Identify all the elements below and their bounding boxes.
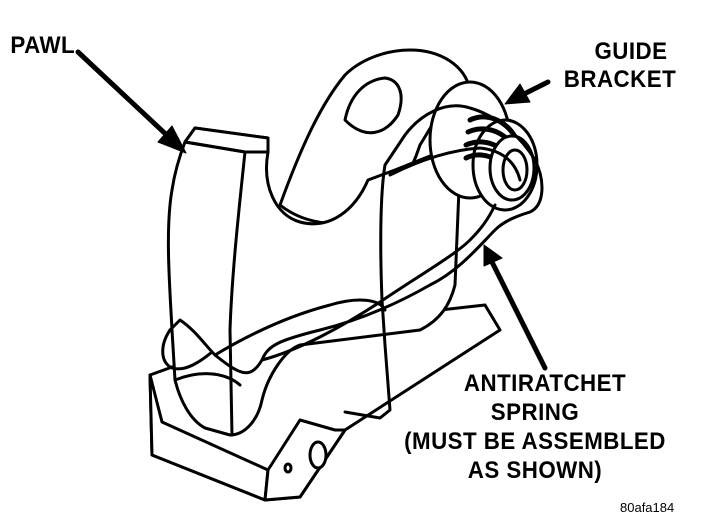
mounting-hole-large — [308, 440, 328, 470]
pawl-back-arm-slot — [343, 76, 403, 135]
spring-leader-line — [489, 259, 548, 371]
guide-bracket-label-line1: GUIDE — [594, 38, 668, 65]
figure-code: 80afa184 — [620, 500, 675, 515]
antiratchet-spring-left-loop — [161, 328, 214, 371]
pawl-side-face — [183, 140, 247, 437]
guide-bracket-label-line2: BRACKET — [563, 66, 677, 93]
pawl-lower-edge — [173, 372, 242, 387]
antiratchet-spring-inner — [213, 146, 522, 357]
pawl-label: PAWL — [10, 32, 76, 59]
antiratchet-spring-wire — [168, 104, 544, 420]
pawl-leader-line — [75, 49, 175, 143]
guide-bracket-leader-arrowhead — [504, 83, 531, 105]
mounting-hole-small — [283, 462, 293, 474]
spring-label-line1: ANTIRATCHET — [463, 370, 627, 397]
pawl-body — [166, 126, 462, 437]
spring-leader-arrowhead — [483, 244, 503, 267]
spring-label-line4: AS SHOWN) — [467, 457, 603, 484]
spring-label-line3: (MUST BE ASSEMBLED — [404, 428, 666, 455]
base-plate-ear — [263, 418, 347, 502]
pawl-leader-arrowhead — [157, 125, 187, 154]
spring-label-line2: SPRING — [490, 399, 580, 426]
guide-bracket-leader-line — [519, 79, 551, 98]
